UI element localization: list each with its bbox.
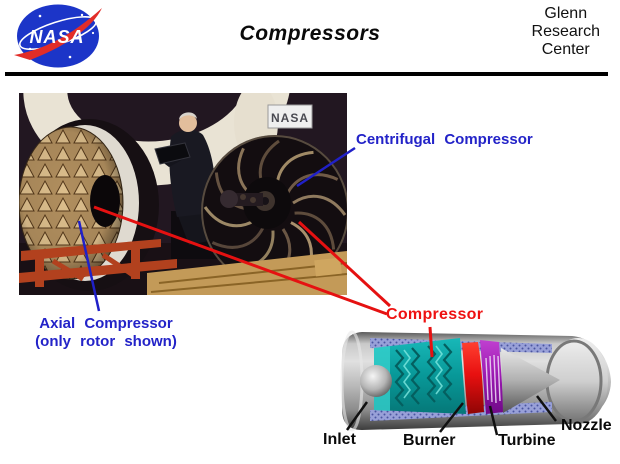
compressor-label: Compressor — [386, 306, 484, 323]
axial-label-line1: Axial Compressor — [39, 315, 173, 332]
turbine-label: Turbine — [498, 432, 556, 449]
nozzle-opening — [548, 338, 608, 424]
org-line-1: Glenn — [544, 5, 588, 22]
centrifugal-compressor-label: Centrifugal Compressor — [356, 131, 533, 148]
compressor-rotors-photo: NASA — [19, 93, 347, 295]
page-title: Compressors — [239, 22, 381, 45]
logo-wordmark: NASA — [29, 27, 84, 47]
axial-compressor-label: Axial Compressor (only rotor shown) — [16, 315, 196, 351]
org-name: Glenn Research Center — [532, 5, 600, 59]
nozzle-label: Nozzle — [561, 417, 612, 434]
axial-label-line2: (only rotor shown) — [35, 333, 177, 350]
logo-swoosh — [14, 8, 102, 60]
nasa-meatball-logo: NASA — [14, 4, 102, 68]
spinner-cone — [360, 365, 392, 397]
engineer-head — [179, 114, 197, 132]
turbine-stage — [480, 340, 504, 414]
inlet-label: Inlet — [323, 431, 356, 448]
rotor-hub — [90, 175, 120, 227]
exhaust-cone — [501, 348, 560, 413]
burner-stage — [462, 342, 484, 414]
worm-sign-text: NASA — [271, 111, 309, 125]
org-line-3: Center — [541, 41, 590, 58]
header-divider — [5, 72, 608, 76]
nasa-worm-sign: NASA — [267, 104, 313, 129]
burner-label: Burner — [403, 432, 456, 449]
clipboard — [154, 142, 191, 165]
org-line-2: Research — [531, 23, 600, 40]
